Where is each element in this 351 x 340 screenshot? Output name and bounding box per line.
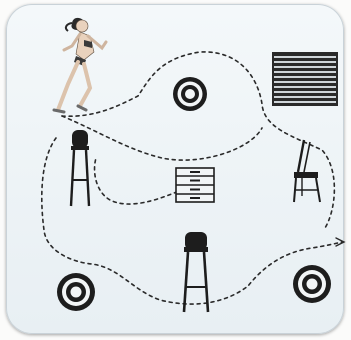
tire-icon <box>57 273 95 311</box>
mat-stack-icon <box>272 52 338 106</box>
runner-icon <box>54 18 106 112</box>
tire-icon <box>173 77 207 111</box>
path-segment-middle <box>62 116 262 160</box>
stool-icon <box>184 232 208 312</box>
plyo-box-icon <box>176 168 214 202</box>
stool-icon <box>71 130 89 206</box>
chair-icon <box>294 140 320 202</box>
tire-icon <box>293 265 331 303</box>
path-segment-arrow-tip <box>336 238 344 246</box>
